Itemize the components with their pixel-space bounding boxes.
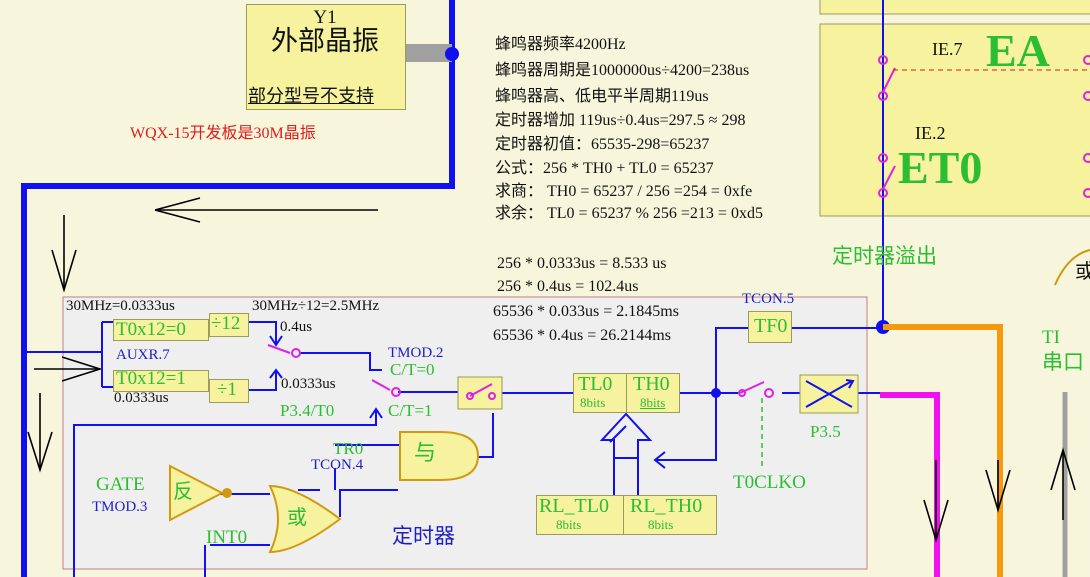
timer-title: 定时器 (392, 524, 455, 548)
timing-line: 65536 * 0.4us = 26.2144ms (493, 327, 671, 344)
div1-label: ÷1 (217, 379, 237, 400)
ea-label: EA (986, 25, 1050, 76)
t0x12-1-label: T0x12=1 (116, 368, 186, 389)
serial-port-label: 串口 (1042, 350, 1084, 374)
tf0-label: TF0 (754, 315, 788, 337)
calc-line: 定时器初值：65535-298=65237 (495, 136, 710, 153)
calc-line: 蜂鸣器高、低电平半周期119us (495, 88, 709, 105)
p34-label: P3.4/T0 (280, 401, 335, 420)
tl0-label: TL0 (578, 373, 613, 395)
int0-label: INT0 (206, 527, 248, 548)
interrupt-panel (819, 23, 1090, 217)
t0clko-label: T0CLKO (733, 472, 806, 493)
crystal-name: 外部晶振 (271, 26, 379, 56)
p35-label: P3.5 (810, 422, 841, 441)
clock-div-label: 30MHz÷12=2.5MHz (252, 298, 380, 314)
ie2-label: IE.2 (915, 123, 946, 143)
timing-line: 256 * 0.0333us = 8.533 us (497, 255, 667, 272)
div12-label: ÷12 (211, 313, 241, 334)
board-note: WQX-15开发板是30M晶振 (130, 125, 316, 142)
tcon5-label: TCON.5 (742, 291, 795, 307)
rl-tl0-bits: 8bits (556, 517, 582, 532)
calc-line: 蜂鸣器周期是1000000us÷4200=238us (495, 62, 750, 79)
et0-label: ET0 (898, 142, 983, 193)
and-gate (399, 431, 480, 481)
not-gate (169, 464, 225, 522)
th0-label: TH0 (633, 373, 670, 395)
ti-label: TI (1042, 327, 1060, 348)
timing-line: 256 * 0.4us = 102.4us (497, 278, 639, 295)
tmod2-label: TMOD.2 (388, 345, 444, 361)
calc-line: 求余： TL0 = 65237 % 256 =213 = 0xd5 (495, 205, 763, 222)
timing-line: 65536 * 0.033us = 2.1845ms (493, 303, 679, 320)
timer-panel (62, 296, 868, 570)
calc-line: 公式：256 * TH0 + TL0 = 65237 (495, 160, 714, 177)
calc-line: 蜂鸣器频率4200Hz (495, 36, 626, 53)
calc-line: 定时器增加 119us÷0.4us=297.5 ≈ 298 (495, 112, 746, 129)
serial-gate-label: 或 (1075, 261, 1090, 283)
overflow-label: 定时器溢出 (832, 244, 937, 268)
gate-label: GATE (96, 474, 145, 495)
or-gate (268, 484, 342, 554)
rl-tl0-label: RL_TL0 (539, 495, 609, 517)
tl0-bits: 8bits (580, 395, 606, 410)
and-gate-label: 与 (414, 440, 437, 465)
crystal-link (404, 44, 452, 62)
period-04: 0.4us (280, 319, 313, 335)
tr0-label: TR0 (333, 439, 364, 458)
tmod3-label: TMOD.3 (92, 499, 148, 515)
ct1-label: C/T=1 (388, 401, 433, 420)
tcon4-label: TCON.4 (311, 457, 364, 473)
rl-th0-bits: 8bits (648, 517, 674, 532)
top-panel (819, 0, 1090, 15)
crystal-note: 部分型号不支持 (248, 86, 374, 106)
crystal-box (246, 4, 406, 110)
period-0033-left: 0.0333us (114, 390, 169, 406)
t0x12-0-label: T0x12=0 (116, 319, 186, 340)
or-gate-label: 或 (287, 507, 307, 529)
ie7-label: IE.7 (932, 39, 963, 59)
rl-th0-label: RL_TH0 (630, 495, 703, 517)
period-0033: 0.0333us (281, 376, 336, 392)
ct0-label: C/T=0 (390, 360, 435, 379)
clock-bus (21, 0, 455, 577)
calc-line: 求商： TH0 = 65237 / 256 =254 = 0xfe (495, 183, 753, 200)
auxr-label: AUXR.7 (116, 347, 170, 363)
not-gate-label: 反 (173, 481, 193, 503)
clock-in-label: 30MHz=0.0333us (66, 298, 175, 314)
crystal-title: Y1 (313, 7, 337, 28)
th0-bits: 8bits (640, 395, 666, 410)
